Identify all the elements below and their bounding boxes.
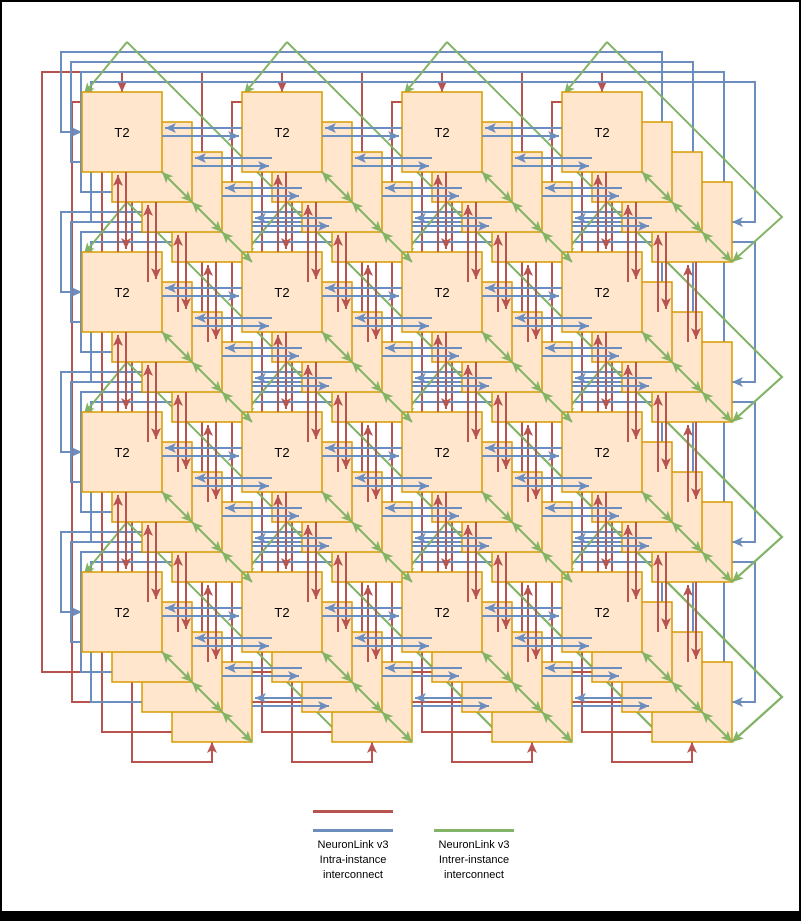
- chip-label: T2: [114, 445, 129, 460]
- legend-label-line: interconnect: [323, 869, 383, 881]
- legend-label-line: NeuronLink v3: [317, 839, 389, 851]
- inter-link-diagonal: [161, 491, 193, 523]
- inter-wrap-diagonal-entry: [83, 201, 128, 255]
- inter-link-diagonal: [161, 171, 193, 203]
- chip-label: T2: [594, 285, 609, 300]
- inter-link-diagonal: [191, 201, 223, 233]
- direct-links-layer: [113, 123, 733, 743]
- legend-label-line: interconnect: [444, 869, 504, 881]
- inter-link-diagonal: [511, 681, 543, 713]
- inter-wrap-diagonal-entry: [83, 41, 128, 95]
- inter-link-diagonal: [511, 521, 543, 553]
- inter-link-diagonal: [381, 551, 413, 583]
- inter-wrap-diagonal-diamond: [606, 41, 784, 263]
- inter-link-diagonal: [351, 201, 383, 233]
- inter-link-diagonal: [671, 201, 703, 233]
- inter-link-diagonal: [321, 651, 353, 683]
- inter-link-diagonal: [701, 551, 733, 583]
- chip-label: T2: [114, 285, 129, 300]
- chip-label: T2: [434, 285, 449, 300]
- inter-wrap-diagonal-entry: [403, 41, 448, 95]
- chip-label: T2: [274, 445, 289, 460]
- inter-wrap-diagonal-entry: [83, 361, 128, 415]
- chip-label: T2: [434, 125, 449, 140]
- inter-link-diagonal: [701, 711, 733, 743]
- inter-link-diagonal: [351, 521, 383, 553]
- inter-link-diagonal: [481, 331, 513, 363]
- intra-wrap-row-ring: [90, 561, 756, 707]
- legend-label-line: Intra-instance: [319, 854, 387, 866]
- inter-link-diagonal: [321, 171, 353, 203]
- legend-entry-intra-instance: NeuronLink v3 Intra-instance interconnec…: [291, 810, 415, 883]
- legend-label-line: Intrer-instance: [438, 854, 510, 866]
- inter-link-diagonal: [511, 201, 543, 233]
- inter-link-diagonal: [221, 391, 253, 423]
- inter-wrap-diagonal-entry: [563, 41, 608, 95]
- inter-link-diagonal: [481, 491, 513, 523]
- chip-label: T2: [274, 125, 289, 140]
- inter-wrap-diagonal-entry: [83, 521, 128, 575]
- inter-link-diagonal: [541, 551, 573, 583]
- chip-label: T2: [434, 605, 449, 620]
- inter-link-diagonal: [541, 391, 573, 423]
- inter-link-diagonal: [381, 391, 413, 423]
- legend-swatch-green-line: [434, 829, 514, 832]
- inter-link-diagonal: [161, 651, 193, 683]
- inter-link-diagonal: [191, 681, 223, 713]
- chip-label: T2: [274, 285, 289, 300]
- inter-link-diagonal: [671, 681, 703, 713]
- inter-link-diagonal: [541, 231, 573, 263]
- inter-link-diagonal: [381, 231, 413, 263]
- inter-link-diagonal: [641, 651, 673, 683]
- inter-link-diagonal: [701, 391, 733, 423]
- legend-entry-inter-instance: NeuronLink v3 Intrer-instance interconne…: [412, 829, 536, 883]
- inter-link-diagonal: [511, 361, 543, 393]
- legend-swatch-red-line: [313, 810, 393, 813]
- inter-link-diagonal: [641, 171, 673, 203]
- inter-link-diagonal: [351, 681, 383, 713]
- legend-label-line: NeuronLink v3: [438, 839, 510, 851]
- inter-link-diagonal: [481, 171, 513, 203]
- inter-link-diagonal: [701, 231, 733, 263]
- inter-link-diagonal: [161, 331, 193, 363]
- inter-link-diagonal: [191, 521, 223, 553]
- inter-wrap-diagonal-entry: [243, 41, 288, 95]
- inter-link-diagonal: [541, 711, 573, 743]
- chip-label: T2: [114, 125, 129, 140]
- inter-link-diagonal: [641, 331, 673, 363]
- inter-link-diagonal: [641, 491, 673, 523]
- chip-label: T2: [274, 605, 289, 620]
- inter-link-diagonal: [481, 651, 513, 683]
- inter-link-diagonal: [381, 711, 413, 743]
- inter-link-diagonal: [671, 521, 703, 553]
- inter-link-diagonal: [321, 491, 353, 523]
- chip-label: T2: [594, 445, 609, 460]
- chip-label: T2: [114, 605, 129, 620]
- inter-link-diagonal: [191, 361, 223, 393]
- inter-link-diagonal: [221, 551, 253, 583]
- chip-stack: T2: [561, 251, 733, 423]
- inter-link-diagonal: [221, 231, 253, 263]
- inter-link-diagonal: [321, 331, 353, 363]
- inter-link-diagonal: [671, 361, 703, 393]
- inter-link-diagonal: [351, 361, 383, 393]
- legend-swatch-blue-line: [313, 829, 393, 832]
- chip-label: T2: [594, 605, 609, 620]
- chip-label: T2: [594, 125, 609, 140]
- chip-box: [81, 91, 163, 173]
- chip-label: T2: [434, 445, 449, 460]
- inter-link-diagonal: [221, 711, 253, 743]
